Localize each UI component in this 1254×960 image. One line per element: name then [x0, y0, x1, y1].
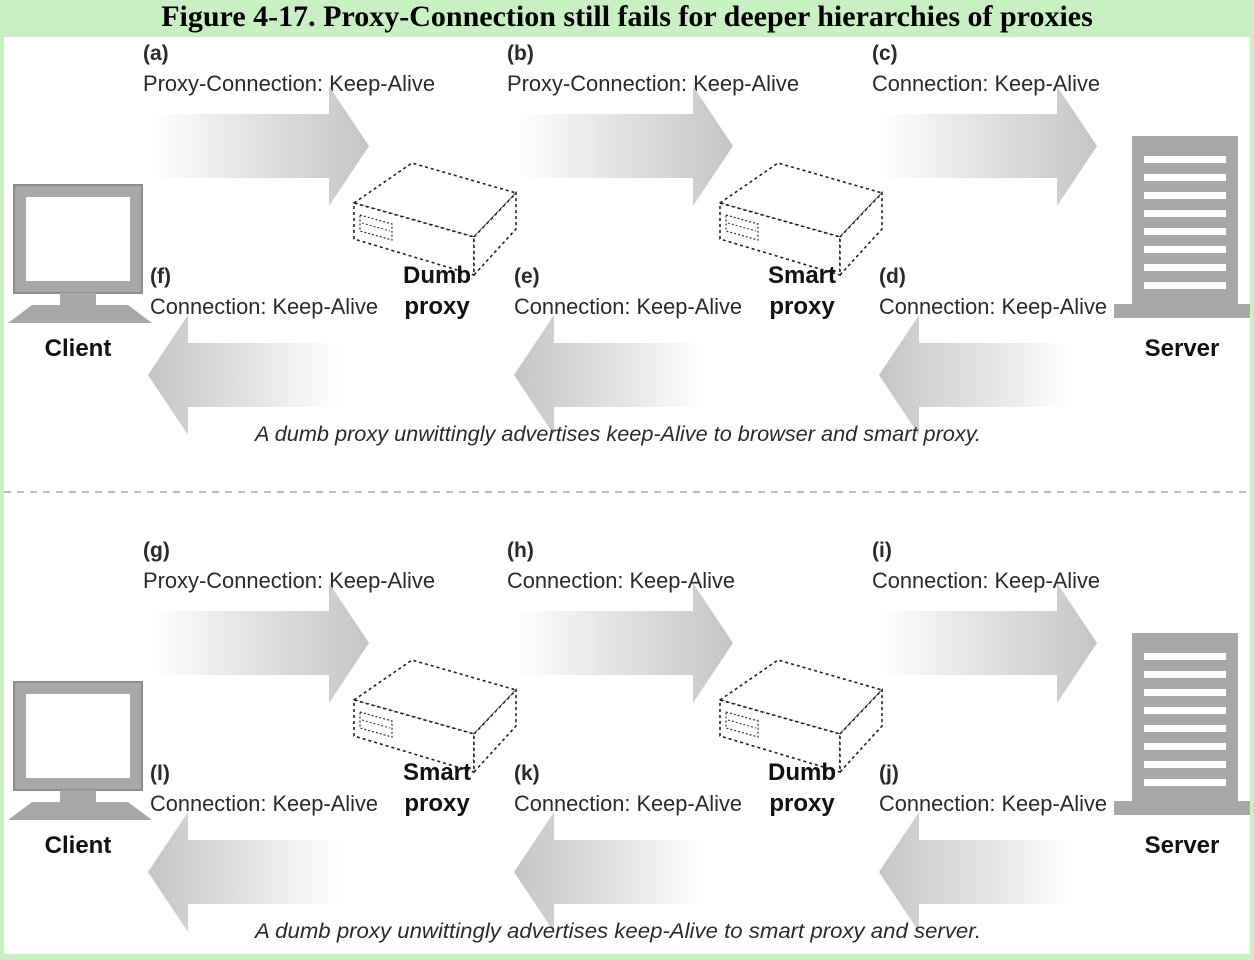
response-arrow [514, 315, 709, 435]
server-icon [1114, 136, 1254, 318]
figure-title: Figure 4-17. Proxy-Connection still fail… [0, 0, 1254, 36]
response-arrow [148, 315, 343, 435]
request-letter: (i) [872, 539, 892, 562]
diagram-svg: (a) Proxy-Connection: Keep-Alive (b) Proxy-… [4, 42, 1254, 943]
request-arrow [149, 86, 369, 206]
response-header-label: Connection: Keep-Alive [150, 294, 378, 319]
request-letter: (b) [507, 42, 534, 65]
panel-caption: A dumb proxy unwittingly advertises keep… [253, 920, 981, 943]
server-label: Server [1145, 335, 1220, 362]
proxy-1-label-line-2: proxy [404, 790, 470, 817]
panel-caption: A dumb proxy unwittingly advertises keep… [253, 423, 981, 446]
proxy-2-label-line-2: proxy [769, 790, 835, 817]
request-header-label: Proxy-Connection: Keep-Alive [143, 71, 435, 96]
proxy-box-2 [718, 659, 884, 775]
proxy-box-1 [352, 659, 518, 775]
proxy-1-label-line-1: Smart [403, 759, 471, 786]
response-letter: (j) [879, 762, 899, 785]
request-letter: (g) [143, 539, 170, 562]
server-label: Server [1145, 832, 1220, 859]
request-header-label: Connection: Keep-Alive [872, 568, 1100, 593]
client-label: Client [45, 335, 112, 362]
diagram-canvas: (a) Proxy-Connection: Keep-Alive (b) Proxy-… [4, 37, 1254, 954]
request-arrow [877, 583, 1097, 703]
proxy-2-label-line-1: Dumb [768, 759, 836, 786]
response-letter: (d) [879, 265, 906, 288]
request-letter: (h) [507, 539, 534, 562]
response-arrow [148, 812, 343, 932]
response-letter: (l) [150, 762, 170, 785]
response-header-label: Connection: Keep-Alive [879, 791, 1107, 816]
request-header-label: Proxy-Connection: Keep-Alive [143, 568, 435, 593]
response-header-label: Connection: Keep-Alive [879, 294, 1107, 319]
response-letter: (e) [514, 265, 540, 288]
proxy-1-label-line-2: proxy [404, 293, 470, 320]
client-label: Client [45, 832, 112, 859]
request-arrow [149, 583, 369, 703]
proxy-box-1 [352, 162, 518, 278]
response-letter: (f) [150, 265, 171, 288]
request-arrow [877, 86, 1097, 206]
proxy-box-2 [718, 162, 884, 278]
request-arrow [513, 86, 733, 206]
request-header-label: Proxy-Connection: Keep-Alive [507, 71, 799, 96]
server-icon [1114, 633, 1254, 815]
client-computer-icon [8, 184, 152, 323]
response-letter: (k) [514, 762, 540, 785]
request-header-label: Connection: Keep-Alive [872, 71, 1100, 96]
proxy-2-label-line-2: proxy [769, 293, 835, 320]
response-arrow [879, 812, 1074, 932]
response-header-label: Connection: Keep-Alive [514, 791, 742, 816]
request-letter: (c) [872, 42, 898, 65]
response-header-label: Connection: Keep-Alive [514, 294, 742, 319]
proxy-1-label-line-1: Dumb [403, 262, 471, 289]
request-arrow [513, 583, 733, 703]
request-header-label: Connection: Keep-Alive [507, 568, 735, 593]
client-computer-icon [8, 681, 152, 820]
panel-2: (g) Proxy-Connection: Keep-Alive (h) Connec… [8, 539, 1254, 943]
response-arrow [879, 315, 1074, 435]
response-header-label: Connection: Keep-Alive [150, 791, 378, 816]
panel-1: (a) Proxy-Connection: Keep-Alive (b) Proxy-… [8, 42, 1254, 446]
response-arrow [514, 812, 709, 932]
request-letter: (a) [143, 42, 169, 65]
proxy-2-label-line-1: Smart [768, 262, 836, 289]
